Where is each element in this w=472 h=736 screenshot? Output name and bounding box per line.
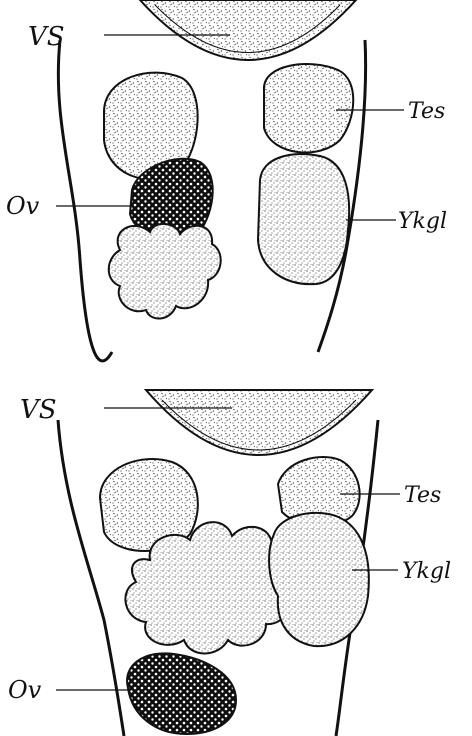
yolk-gland-left <box>109 224 221 319</box>
label-ykgl-upper: Ykgl <box>398 209 447 234</box>
ventral-sucker-lower <box>146 390 372 455</box>
yolk-gland-right <box>258 154 349 284</box>
yolk-gland-right-lower <box>269 513 369 646</box>
ovary-lower <box>127 653 236 734</box>
body-wall-left <box>58 40 112 361</box>
label-tes-lower: Tes <box>404 483 441 508</box>
lower-panel: VS Ov Tes Ykgl <box>8 390 451 736</box>
upper-panel: VS Ov Tes Ykgl <box>6 0 447 361</box>
label-ykgl-lower: Ykgl <box>402 559 451 584</box>
ventral-sucker <box>140 0 356 60</box>
label-ov-lower: Ov <box>8 676 42 704</box>
testis <box>264 64 353 152</box>
label-vs-lower: VS <box>20 395 57 425</box>
label-ov-upper: Ov <box>6 192 40 220</box>
body-wall-left-lower <box>58 420 124 736</box>
label-vs-upper: VS <box>28 22 65 52</box>
label-tes-upper: Tes <box>408 99 445 124</box>
